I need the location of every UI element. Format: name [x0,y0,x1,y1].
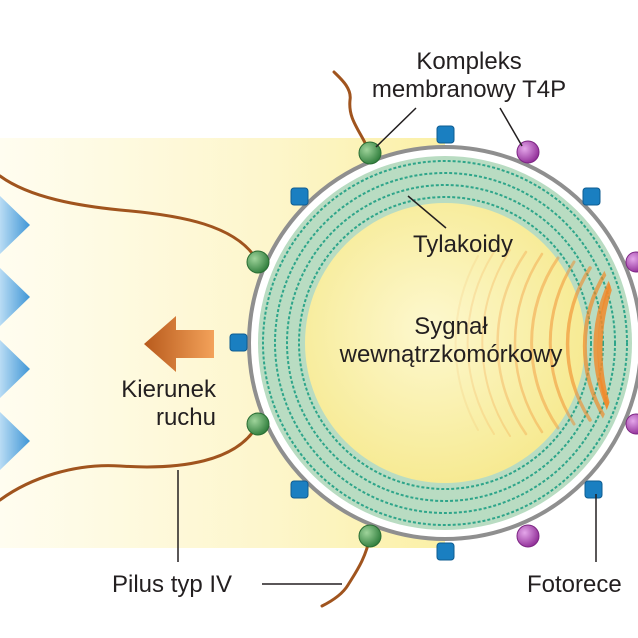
label-pilus: Pilus typ IV [112,571,232,598]
purple-sphere-icon [516,140,540,164]
label-membrane-complex-line1: Kompleks [416,48,521,75]
label-direction-line1: Kierunek [121,376,217,403]
label-thylakoids: Tylakoidy [413,231,513,258]
cytoplasm [305,203,585,483]
purple-spheres [516,140,638,548]
cell [247,145,638,541]
label-membrane-complex-line2: membranowy T4P [372,76,566,103]
photoreceptor-cube-icon [584,480,603,499]
label-signal-line1: Sygnał [414,313,488,340]
text-labels: Kompleks membranowy T4P Tylakoidy Sygnał… [112,48,622,598]
light-arrows [0,196,30,470]
purple-sphere-icon [625,413,638,435]
light-arrow-icon [0,340,30,398]
thylakoid-membranes [262,160,628,526]
pilus-bottom [320,534,372,608]
leader-lines [177,107,597,585]
direction-arrow-icon [144,316,214,372]
t4p-sphere-icon [246,250,270,274]
t4p-complexes [246,141,382,548]
label-direction-line2: ruchu [156,404,216,431]
light-arrow-icon [0,268,30,326]
photoreceptor-cube-icon [290,480,309,499]
photoreceptor-cube-icon [436,125,455,144]
t4p-sphere-icon [358,141,382,165]
photoreceptor-cube-icon [290,187,309,206]
light-arrow-icon [0,196,30,254]
label-signal-line2: wewnątrzkomórkowy [339,341,563,368]
photoreceptor-cube-icon [436,542,455,561]
t4p-sphere-icon [246,412,270,436]
photoreceptors [229,125,603,561]
photoreceptor-cube-icon [582,187,601,206]
pilus-top [332,70,372,155]
t4p-sphere-icon [358,524,382,548]
photoreceptor-cube-icon [229,333,248,352]
purple-sphere-icon [625,251,638,273]
pilus-left-lower [0,422,260,502]
pili [0,70,372,608]
label-photoreceptor: Fotorece [527,571,622,598]
pilus-left-upper [0,174,260,264]
light-arrow-icon [0,412,30,470]
purple-sphere-icon [516,524,540,548]
